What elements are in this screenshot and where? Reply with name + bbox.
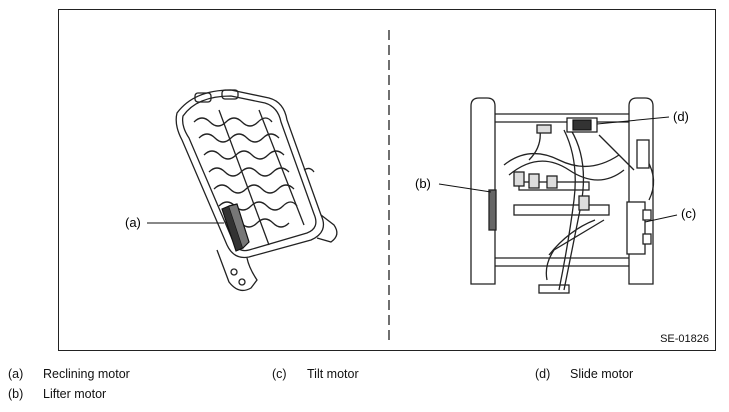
slide-motor — [566, 117, 598, 133]
callout-a: (a) — [125, 215, 141, 230]
legend-key-a: (a) — [8, 367, 24, 381]
legend-key-b: (b) — [8, 387, 24, 401]
legend-key-c: (c) — [272, 367, 287, 381]
callout-b: (b) — [415, 176, 431, 191]
legend-label-b: Lifter motor — [43, 387, 107, 401]
seat-front-frame — [470, 97, 655, 294]
legend-key-d: (d) — [535, 367, 551, 381]
callout-d: (d) — [673, 109, 689, 124]
callout-c: (c) — [681, 206, 696, 221]
legend-label-a: Reclining motor — [43, 367, 130, 381]
legend-label-d: Slide motor — [570, 367, 634, 381]
seat-motor-diagram: (a) — [125, 30, 696, 340]
callout-d-leader — [596, 116, 670, 125]
reclining-motor — [221, 203, 250, 252]
seat-cushion-frame — [175, 89, 338, 292]
callout-c-leader — [644, 214, 678, 223]
figure-id: SE-01826 — [660, 333, 709, 345]
figure-frame: (a) — [58, 9, 716, 351]
legend-label-c: Tilt motor — [307, 367, 359, 381]
callout-b-leader — [438, 183, 492, 193]
